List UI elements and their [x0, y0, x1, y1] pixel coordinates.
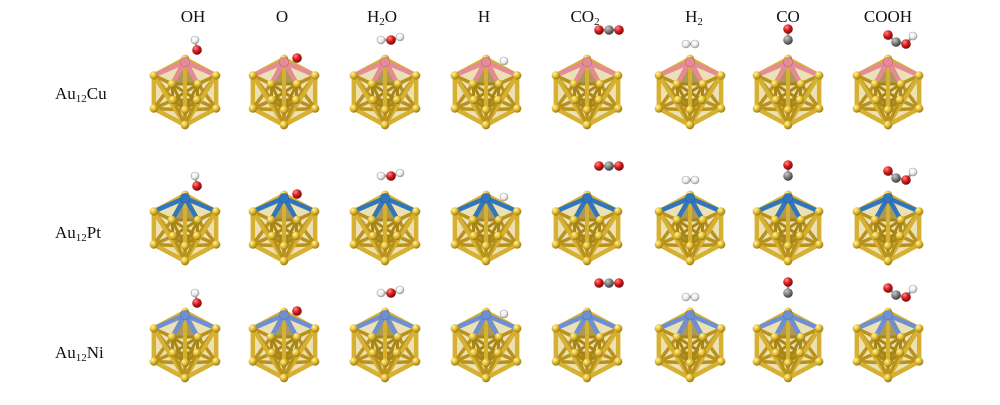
column-header-h: H	[477, 7, 491, 26]
cluster-pt-h2o	[349, 190, 421, 266]
cluster-ni-oh	[149, 307, 221, 383]
cluster-pt-h2	[654, 190, 726, 266]
column-header-o: O	[275, 7, 289, 26]
adsorbate-oh-ni	[190, 288, 202, 308]
adsorbate-co-ni	[783, 277, 793, 298]
adsorbate-oh-cu	[190, 35, 202, 55]
adsorbate-h2o-pt	[376, 168, 405, 181]
adsorbate-h-cu	[499, 56, 509, 66]
column-header-co2: CO2	[570, 7, 600, 28]
column-header-h2: H2	[685, 7, 703, 28]
column-header-cooh: COOH	[863, 7, 913, 26]
adsorbate-co2-cu	[594, 25, 624, 35]
adsorbate-h2-ni	[681, 292, 700, 302]
adsorbate-cooh-cu	[883, 30, 918, 49]
cluster-ni-h	[450, 307, 522, 383]
cluster-ni-co2	[551, 307, 623, 383]
adsorbate-h2-pt	[681, 175, 700, 185]
cluster-cu-cooh	[852, 54, 924, 130]
cluster-cu-co2	[551, 54, 623, 130]
cluster-pt-o	[248, 190, 320, 266]
cluster-cu-oh	[149, 54, 221, 130]
cluster-cu-o	[248, 54, 320, 130]
adsorbate-oh-pt	[190, 171, 202, 191]
cluster-cu-h2o	[349, 54, 421, 130]
cluster-pt-h	[450, 190, 522, 266]
adsorbate-h2-cu	[681, 39, 700, 49]
cluster-ni-co	[752, 307, 824, 383]
adsorbate-cooh-pt	[883, 166, 918, 185]
adsorbate-co-pt	[783, 160, 793, 181]
column-header-co: CO	[776, 7, 800, 26]
cluster-pt-co	[752, 190, 824, 266]
adsorbate-h-pt	[499, 192, 509, 202]
cluster-ni-h2	[654, 307, 726, 383]
adsorbate-h-ni	[499, 309, 509, 319]
column-header-oh: OH	[180, 7, 206, 26]
row-label-au12ni: Au12Ni	[55, 343, 104, 364]
cluster-pt-cooh	[852, 190, 924, 266]
cluster-ni-cooh	[852, 307, 924, 383]
adsorbate-o-ni	[292, 306, 302, 316]
cluster-ni-h2o	[349, 307, 421, 383]
adsorbate-o-pt	[292, 189, 302, 199]
row-label-au12cu: Au12Cu	[55, 84, 107, 105]
cluster-cu-co	[752, 54, 824, 130]
adsorbate-o-cu	[292, 53, 302, 63]
adsorbate-h2o-cu	[376, 32, 405, 45]
cluster-cu-h2	[654, 54, 726, 130]
column-header-h2o: H2O	[366, 7, 398, 28]
adsorbate-co2-ni	[594, 278, 624, 288]
adsorbate-co2-pt	[594, 161, 624, 171]
adsorbate-co-cu	[783, 24, 793, 45]
cluster-pt-oh	[149, 190, 221, 266]
cluster-cu-h	[450, 54, 522, 130]
adsorbate-cooh-ni	[883, 283, 918, 302]
cluster-ni-o	[248, 307, 320, 383]
row-label-au12pt: Au12Pt	[55, 223, 101, 244]
adsorbate-h2o-ni	[376, 285, 405, 298]
cluster-pt-co2	[551, 190, 623, 266]
